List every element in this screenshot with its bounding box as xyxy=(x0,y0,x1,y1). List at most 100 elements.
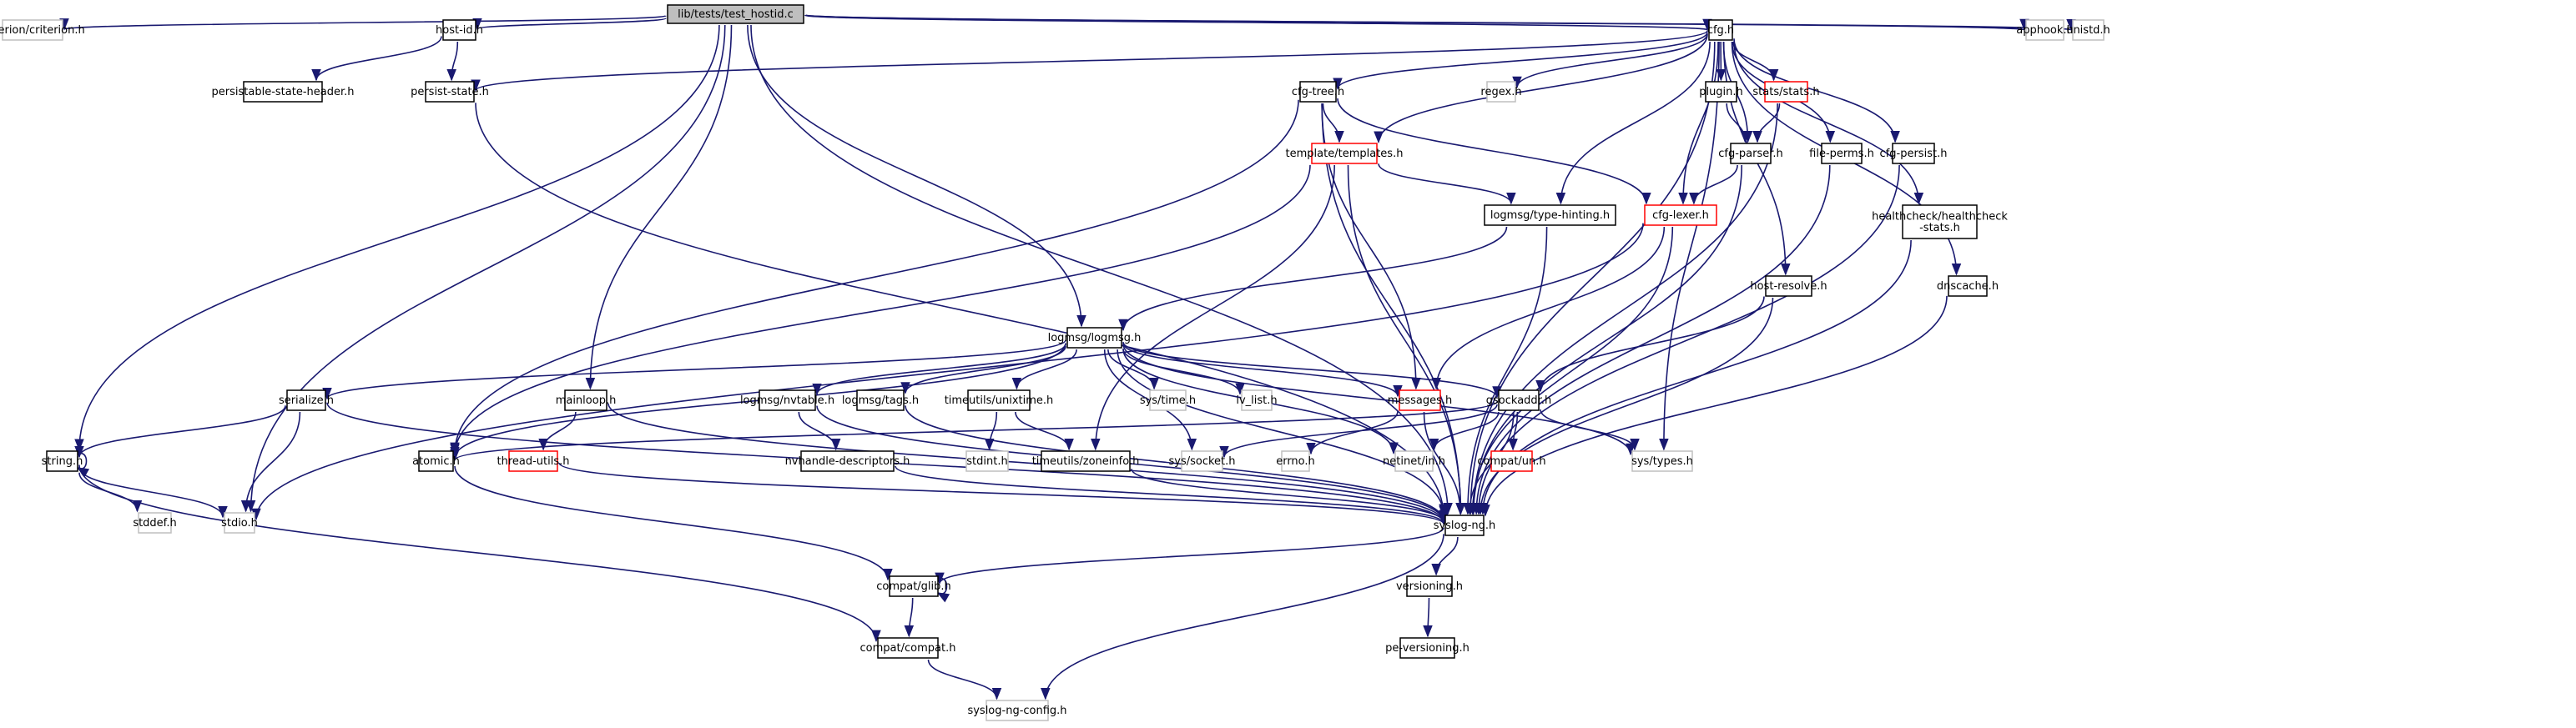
edge-logmsg-to-tags xyxy=(900,345,1066,394)
node-plugin[interactable]: plugin.h xyxy=(1699,81,1743,103)
node-label: apphook.h xyxy=(2016,24,2074,37)
node-box xyxy=(1705,81,1737,103)
node-box xyxy=(1149,389,1187,411)
edge-root-to-logmsg xyxy=(747,24,1086,328)
node-glib[interactable]: compat/glib.h xyxy=(876,575,951,597)
edge-cfg-to-cfglexer xyxy=(1678,41,1719,205)
node-cfgtree[interactable]: cfg-tree.h xyxy=(1292,81,1344,103)
node-label: syslog-ng-config.h xyxy=(967,705,1066,717)
node-peversioning[interactable]: pe-versioning.h xyxy=(1385,637,1469,659)
edge-logmsg-to-syssocket xyxy=(1103,349,1197,451)
edge-cfg-to-templates xyxy=(1374,34,1708,143)
node-cfg[interactable]: cfg.h xyxy=(1707,19,1734,41)
node-logmsg[interactable]: logmsg/logmsg.h xyxy=(1048,327,1142,349)
edge-root-to-criterion xyxy=(60,15,667,31)
node-label: pe-versioning.h xyxy=(1385,642,1469,655)
edge-mainloop-to-threadutils xyxy=(538,411,577,451)
node-label: sys/socket.h xyxy=(1168,455,1235,468)
node-gsockaddr[interactable]: gsockaddr.h xyxy=(1486,389,1551,411)
node-box xyxy=(965,450,1009,472)
edge-stats-to-cfgparser xyxy=(1752,103,1781,143)
node-label: template/templates.h xyxy=(1286,148,1404,160)
node-nvhandle[interactable]: nvhandle-descriptors.h xyxy=(785,450,910,472)
node-healthcheck[interactable]: healthcheck/healthcheck-stats.h xyxy=(1872,204,2008,239)
edge-cfglexer-to-messages xyxy=(1431,226,1666,390)
node-fileperms[interactable]: file-perms.h xyxy=(1809,143,1874,164)
node-regex: regex.h xyxy=(1480,81,1522,103)
node-pshdr[interactable]: persistable-state-header.h xyxy=(212,81,355,103)
node-zoneinfo[interactable]: timeutils/zoneinfo.h xyxy=(1032,450,1140,472)
node-mainloop[interactable]: mainloop.h xyxy=(556,389,617,411)
node-unixtime[interactable]: timeutils/unixtime.h xyxy=(945,389,1054,411)
node-syslogng[interactable]: syslog-ng.h xyxy=(1434,515,1496,536)
node-hostresolve[interactable]: host-resolve.h xyxy=(1750,275,1827,297)
node-box xyxy=(967,389,1031,411)
edge-messages-to-errno xyxy=(1306,410,1399,455)
node-cfgpersist[interactable]: cfg-persist.h xyxy=(1880,143,1948,164)
node-box xyxy=(1902,204,1978,239)
node-nvtable[interactable]: logmsg/nvtable.h xyxy=(740,389,834,411)
node-box xyxy=(508,450,558,472)
node-label: compat/compat.h xyxy=(860,642,956,655)
edge-templates-to-typehint xyxy=(1378,163,1516,205)
node-box xyxy=(2,19,63,41)
node-label: lib/tests/test_hostid.c xyxy=(678,8,794,21)
node-pstate[interactable]: persist-state.h xyxy=(411,81,489,103)
edge-templates-to-syslogng xyxy=(1347,164,1466,515)
node-label: syslog-ng.h xyxy=(1434,520,1496,532)
node-label: stdint.h xyxy=(966,455,1007,468)
node-cfglexer[interactable]: cfg-lexer.h xyxy=(1644,204,1717,226)
node-messages[interactable]: messages.h xyxy=(1388,389,1453,411)
edge-typehint-to-logmsg xyxy=(1118,226,1508,332)
node-string[interactable]: string.h xyxy=(42,450,83,472)
edge-nvtable-to-nvhandle xyxy=(798,411,841,451)
node-label: messages.h xyxy=(1388,394,1453,407)
node-label: iv_list.h xyxy=(1236,394,1277,407)
node-root[interactable]: lib/tests/test_hostid.c xyxy=(667,4,804,24)
node-hostid[interactable]: host-id.h xyxy=(436,19,483,41)
node-label: criterion/criterion.h xyxy=(0,24,85,37)
edge-logmsg-to-gsockaddr xyxy=(1122,341,1502,399)
edge-gsockaddr-to-atomic xyxy=(450,400,1498,462)
node-versioning[interactable]: versioning.h xyxy=(1396,575,1463,597)
node-tags[interactable]: logmsg/tags.h xyxy=(842,389,919,411)
node-atomic[interactable]: atomic.h xyxy=(412,450,460,472)
node-threadutils[interactable]: thread-utils.h xyxy=(497,450,570,472)
node-box xyxy=(1299,81,1337,103)
edge-typehint-to-syslogng xyxy=(1463,226,1548,515)
edge-root-to-hostid xyxy=(472,18,667,31)
edge-zoneinfo-to-syslogng xyxy=(1131,468,1449,524)
node-dnscache[interactable]: dnscache.h xyxy=(1937,275,1999,297)
node-syssocket: sys/socket.h xyxy=(1168,450,1236,472)
node-label: stats/stats.h xyxy=(1752,86,1819,98)
node-label: errno.h xyxy=(1276,455,1315,468)
node-box xyxy=(1399,637,1455,659)
edge-gsockaddr-to-compatun xyxy=(1508,411,1519,451)
edge-syslogng-to-config xyxy=(1041,534,1444,700)
node-typehint[interactable]: logmsg/type-hinting.h xyxy=(1484,204,1616,226)
node-systime: sys/time.h xyxy=(1140,389,1196,411)
node-serialize[interactable]: serialize.h xyxy=(279,389,334,411)
edge-root-to-string xyxy=(74,24,720,451)
edge-cfgtree-to-atomic xyxy=(450,99,1299,455)
node-compatun[interactable]: compat/un.h xyxy=(1477,450,1546,472)
edge-logmsg-to-ivlist xyxy=(1122,349,1245,395)
node-compat[interactable]: compat/compat.h xyxy=(860,637,956,659)
edge-logmsg-to-unixtime xyxy=(1011,349,1077,390)
node-box xyxy=(564,389,607,411)
node-label: host-id.h xyxy=(436,24,483,37)
node-label: logmsg/nvtable.h xyxy=(740,394,834,407)
node-stddef: stddef.h xyxy=(133,512,177,534)
node-cfgparser[interactable]: cfg-parser.h xyxy=(1718,143,1783,164)
edge-hostresolve-to-syslogng xyxy=(1475,297,1774,515)
edge-tags-to-syslogng xyxy=(905,405,1449,523)
node-stats[interactable]: stats/stats.h xyxy=(1752,81,1820,103)
node-box xyxy=(1644,204,1717,226)
node-box xyxy=(877,637,939,659)
node-box xyxy=(856,389,905,411)
node-box xyxy=(1406,575,1453,597)
node-label: dnscache.h xyxy=(1937,280,1999,293)
node-templates[interactable]: template/templates.h xyxy=(1286,143,1404,164)
edge-root-to-mainloop xyxy=(585,24,733,390)
edge-mainloop-to-syslogng xyxy=(607,403,1449,524)
